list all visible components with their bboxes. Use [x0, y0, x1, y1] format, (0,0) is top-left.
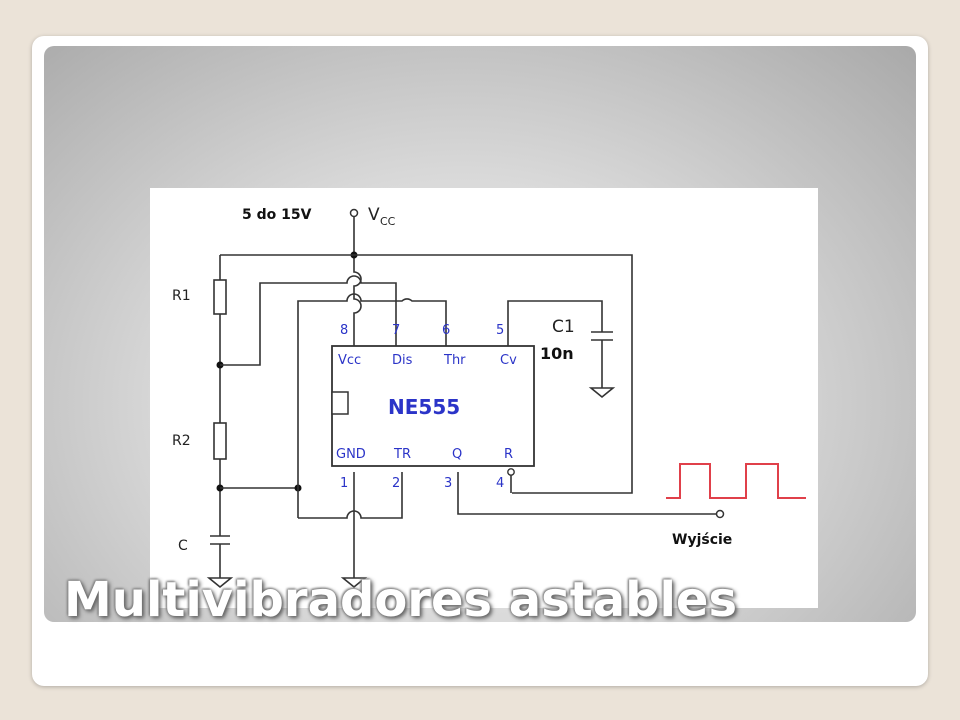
ne555-astable-schematic: 5 do 15V V CC R1 R2 C [172, 205, 806, 589]
supply-voltage-label: 5 do 15V [242, 207, 312, 223]
vcc-subscript: CC [380, 215, 396, 228]
pin-number: 1 [340, 476, 348, 491]
control-wire [507, 300, 603, 346]
slide-title: Multivibradores astables [64, 572, 738, 628]
pin-name: Cv [500, 353, 517, 368]
ground-icon [588, 387, 616, 399]
pin-name: Thr [443, 353, 466, 368]
pin-number: 5 [496, 323, 504, 338]
output-wire [457, 472, 716, 515]
r2-resistor [213, 422, 227, 460]
c1-capacitor [591, 331, 613, 341]
r2-label: R2 [172, 433, 191, 449]
pin-name: GND [336, 447, 366, 462]
ground-icon [340, 577, 368, 589]
vcc-wire [353, 217, 362, 346]
reset-pin-bubble [507, 468, 515, 476]
pin-name: TR [393, 447, 411, 462]
r1-label: R1 [172, 288, 191, 304]
c-label: C [178, 538, 188, 554]
c1-label: C1 [552, 317, 575, 337]
threshold-wire [297, 293, 447, 518]
square-wave-graphic [666, 463, 806, 499]
timing-capacitor [210, 535, 230, 545]
output-label: Wyjście [672, 532, 732, 548]
pin-name: R [504, 447, 513, 462]
pin-number: 6 [442, 323, 450, 338]
pin-name: Dis [392, 353, 413, 368]
pin-name: Q [452, 447, 462, 462]
pin-number: 3 [444, 476, 452, 491]
pin-number: 8 [340, 323, 348, 338]
trigger-wire [298, 472, 403, 519]
r1-resistor [213, 279, 227, 315]
pin-number: 4 [496, 476, 504, 491]
chip-name: NE555 [388, 395, 460, 419]
ground-icon [206, 577, 234, 589]
output-terminal [715, 509, 725, 519]
reset-wire [220, 254, 633, 494]
vcc-terminal [349, 208, 359, 218]
circuit-diagram: 5 do 15V V CC R1 R2 C [150, 188, 818, 608]
chip-notch [331, 391, 349, 415]
pin-name: Vcc [338, 353, 361, 368]
pin-number: 7 [392, 323, 400, 338]
c1-value-label: 10n [540, 344, 574, 363]
vcc-label: V [368, 205, 380, 225]
discharge-wire [220, 275, 397, 366]
pin-number: 2 [392, 476, 400, 491]
